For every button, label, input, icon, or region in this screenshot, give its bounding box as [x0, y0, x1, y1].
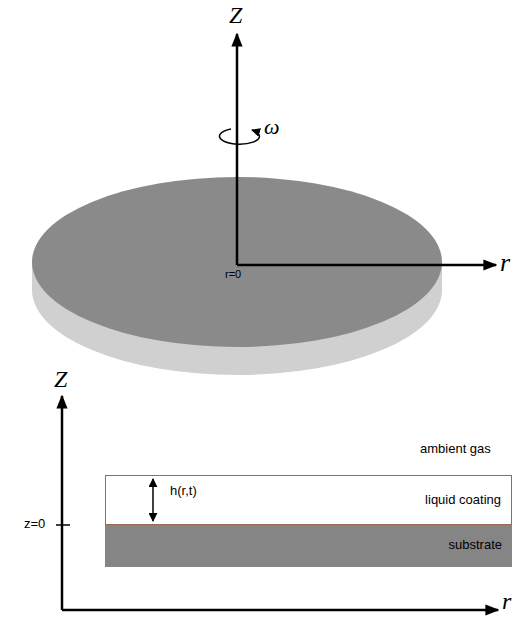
axis-label: r: [500, 248, 510, 278]
band-label: substrate: [449, 538, 502, 553]
band-label: liquid coating: [425, 493, 501, 508]
r-axis: [237, 264, 496, 267]
rotation-arrow: [219, 129, 259, 144]
z-axis: [61, 396, 64, 610]
level-label: z=0: [24, 517, 45, 532]
substrate-band: substrate: [105, 525, 512, 567]
axis-label: Z: [229, 2, 242, 30]
rotation-label: ω: [264, 114, 280, 139]
r-axis: [62, 609, 498, 612]
axis-label: r: [502, 588, 511, 616]
coating-fill: [105, 475, 512, 525]
coating-band: h(r,t) liquid coating: [105, 475, 512, 525]
thickness-label: h(r,t): [170, 484, 197, 499]
thickness-arrow: [152, 479, 154, 521]
region-label: ambient gas: [420, 442, 491, 457]
z-axis: [236, 34, 239, 265]
origin-label: r=0: [225, 268, 241, 281]
axis-label: Z: [54, 366, 67, 394]
